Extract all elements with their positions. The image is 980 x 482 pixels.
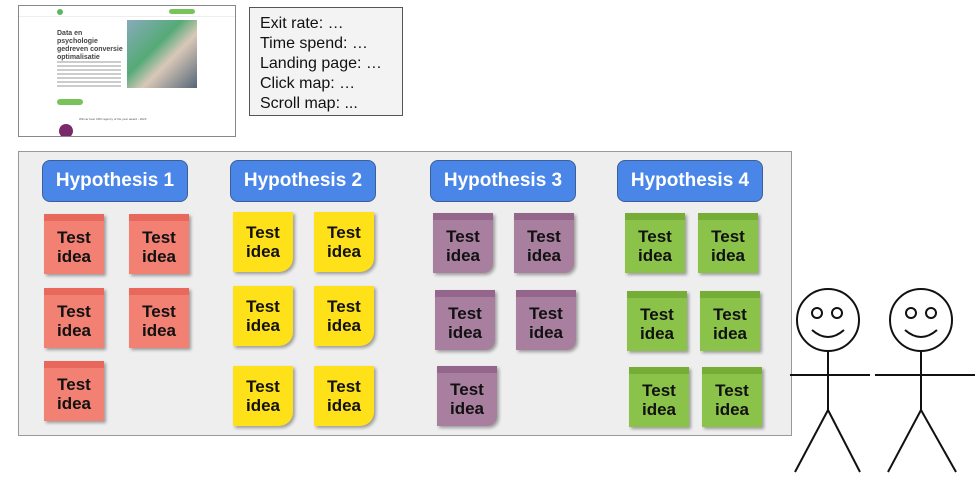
test-idea-note: Test idea	[627, 291, 687, 351]
test-idea-note: Test idea	[44, 361, 104, 421]
metric-landing-page: Landing page: …	[260, 55, 382, 72]
hypothesis-2: Hypothesis 2	[230, 160, 376, 202]
cta-button	[169, 9, 195, 14]
test-idea-note: Test idea	[233, 286, 293, 346]
test-idea-note: Test idea	[233, 212, 293, 272]
test-idea-note: Test idea	[516, 290, 576, 350]
metric-exit-rate: Exit rate: …	[260, 15, 344, 32]
test-idea-note: Test idea	[433, 213, 493, 273]
hero-button	[57, 99, 83, 105]
metrics-box: Exit rate: … Time spend: … Landing page:…	[249, 7, 403, 116]
test-idea-note: Test idea	[698, 213, 758, 273]
hypothesis-1: Hypothesis 1	[42, 160, 188, 202]
test-idea-note: Test idea	[437, 366, 497, 426]
test-idea-note: Test idea	[314, 286, 374, 346]
test-idea-note: Test idea	[435, 290, 495, 350]
test-idea-note: Test idea	[514, 213, 574, 273]
test-idea-note: Test idea	[625, 213, 685, 273]
award-badge	[59, 124, 73, 136]
website-screenshot-thumbnail: Data en psychologie gedreven conversie o…	[18, 5, 236, 137]
test-idea-note: Test idea	[233, 366, 293, 426]
hypothesis-3: Hypothesis 3	[430, 160, 576, 202]
metric-scroll-map: Scroll map: ...	[260, 95, 358, 112]
site-headline: Data en psychologie gedreven conversie o…	[57, 30, 123, 61]
stick-figure-icon	[875, 288, 975, 473]
metric-time-spend: Time spend: …	[260, 35, 368, 52]
test-idea-note: Test idea	[129, 288, 189, 348]
hypothesis-4: Hypothesis 4	[617, 160, 763, 202]
body-text	[57, 61, 121, 89]
test-idea-note: Test idea	[44, 288, 104, 348]
test-idea-note: Test idea	[129, 214, 189, 274]
award-text: Winner best CRO agency of the year award…	[79, 117, 147, 121]
test-idea-note: Test idea	[314, 366, 374, 426]
test-idea-note: Test idea	[700, 291, 760, 351]
metric-click-map: Click map: …	[260, 75, 356, 92]
stick-figure-icon	[790, 288, 870, 473]
stick-figures	[790, 288, 975, 473]
site-nav	[19, 6, 235, 17]
logo-icon	[57, 9, 63, 15]
test-idea-note: Test idea	[314, 212, 374, 272]
test-idea-note: Test idea	[702, 367, 762, 427]
test-idea-note: Test idea	[44, 214, 104, 274]
hero-photo	[127, 20, 197, 88]
test-idea-note: Test idea	[629, 367, 689, 427]
